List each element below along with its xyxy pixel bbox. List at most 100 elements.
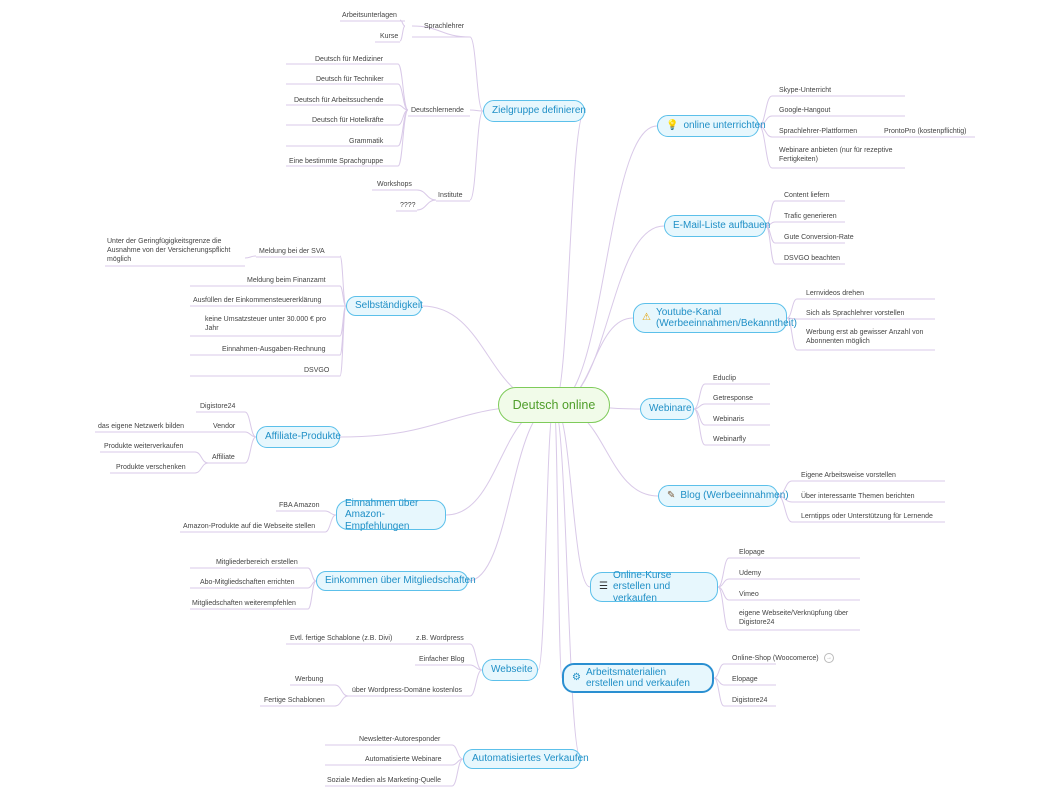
topic-online-label: online unterrichten xyxy=(683,120,766,132)
topic-amazon[interactable]: Einnahmen über Amazon-Empfehlungen xyxy=(336,498,446,532)
leaf-conversion[interactable]: Gute Conversion-Rate xyxy=(784,234,854,241)
leaf-dsvgo[interactable]: DSVGO xyxy=(304,367,330,374)
leaf-workshops[interactable]: Workshops xyxy=(377,181,412,188)
sub-vendor[interactable]: Vendor xyxy=(213,423,236,430)
topic-online-unterrichten[interactable]: 💡online unterrichten xyxy=(657,115,766,137)
leaf-mitgliederbereich[interactable]: Mitgliederbereich erstellen xyxy=(216,559,298,566)
leaf-finanzamt[interactable]: Meldung beim Finanzamt xyxy=(247,277,326,284)
leaf-eigene-webseite[interactable]: eigene Webseite/Verknüpfung über Digisto… xyxy=(739,610,849,627)
leaf-ea-rechnung[interactable]: Einnahmen-Ausgaben-Rechnung xyxy=(222,346,326,353)
connector-line xyxy=(397,109,409,167)
connector-line xyxy=(469,643,483,671)
topic-online-kurse[interactable]: ☰Online-Kurse erstellen und verkaufen xyxy=(590,570,718,604)
topic-webinare[interactable]: Webinare xyxy=(640,398,694,420)
leaf-online-shop[interactable]: Online-Shop (Woocomerce) xyxy=(732,655,819,662)
leaf-fba[interactable]: FBA Amazon xyxy=(279,502,320,509)
connector-line xyxy=(758,95,773,127)
sub-sprachlehrer[interactable]: Sprachlehrer xyxy=(424,23,465,30)
sub-deutschlernende[interactable]: Deutschlernende xyxy=(411,107,464,114)
connector-line xyxy=(553,110,586,406)
topic-youtube[interactable]: ⚠Youtube-Kanal (Werbeeinnahmen/Bekannthe… xyxy=(633,303,797,333)
leaf-amazon-webseite[interactable]: Amazon-Produkte auf die Webseite stellen xyxy=(183,523,316,530)
sub-sva[interactable]: Meldung bei der SVA xyxy=(259,248,325,255)
sub-einfacher-blog[interactable]: Einfacher Blog xyxy=(419,656,465,663)
leaf-kurse[interactable]: Kurse xyxy=(380,33,399,40)
leaf-getresponse[interactable]: Getresponse xyxy=(713,395,754,402)
sub-wordpress[interactable]: z.B. Wordpress xyxy=(416,635,464,642)
leaf-material-elopage[interactable]: Elopage xyxy=(732,676,758,683)
topic-arbeitsmaterialien[interactable]: ⚙Arbeitsmaterialien erstellen und verkau… xyxy=(562,663,714,693)
connector-line xyxy=(713,677,725,707)
leaf-dsvgo-beachten[interactable]: DSVGO beachten xyxy=(784,255,841,262)
leaf-educlip[interactable]: Educlip xyxy=(713,375,736,382)
leaf-arbeitssuchende[interactable]: Deutsch für Arbeitssuchende xyxy=(294,97,384,104)
leaf-divi[interactable]: Evtl. fertige Schablone (z.B. Divi) xyxy=(290,635,393,642)
leaf-techniker[interactable]: Deutsch für Techniker xyxy=(316,76,384,83)
sub-domaene[interactable]: über Wordpress-Domäne kostenlos xyxy=(352,687,462,694)
leaf-lerntipps[interactable]: Lerntipps oder Unterstützung für Lernend… xyxy=(801,513,933,520)
leaf-trafic[interactable]: Trafic generieren xyxy=(784,213,837,220)
connector-line xyxy=(765,200,776,227)
connector-line xyxy=(339,255,347,307)
topic-selbstaendigkeit[interactable]: Selbständigkeit xyxy=(346,296,423,316)
leaf-material-digistore[interactable]: Digistore24 xyxy=(732,697,768,704)
expand-arrow-icon[interactable]: → xyxy=(824,653,834,663)
leaf-themen[interactable]: Über interessante Themen berichten xyxy=(801,493,915,500)
connector-line xyxy=(194,462,209,474)
leaf-prontopro[interactable]: ProntoPro (kostenpflichtig) xyxy=(884,128,967,135)
root-node[interactable]: Deutsch online xyxy=(498,387,610,423)
leaf-webinarfly[interactable]: Webinarfly xyxy=(713,436,746,443)
connector-line xyxy=(324,514,337,533)
connector-line xyxy=(786,317,798,351)
leaf-umsatzsteuer[interactable]: keine Umsatzsteuer unter 30.000 € pro Ja… xyxy=(205,316,327,333)
leaf-newsletter[interactable]: Newsletter-Autoresponder xyxy=(359,736,441,743)
leaf-fragezeichen[interactable]: ???? xyxy=(400,202,416,209)
leaf-weiterempfehlen[interactable]: Mitgliedschaften weiterempfehlen xyxy=(192,600,296,607)
leaf-arbeitsweise[interactable]: Eigene Arbeitsweise vorstellen xyxy=(801,472,896,479)
topic-zielgruppe[interactable]: Zielgruppe definieren xyxy=(483,100,586,122)
leaf-geringfuegigkeit[interactable]: Unter der Geringfügigkeitsgrenze die Aus… xyxy=(107,238,231,264)
leaf-hotelkraefte[interactable]: Deutsch für Hotelkräfte xyxy=(312,117,384,124)
connector-line xyxy=(777,480,793,497)
leaf-content[interactable]: Content liefern xyxy=(784,192,830,199)
leaf-elopage[interactable]: Elopage xyxy=(739,549,765,556)
leaf-abo[interactable]: Abo-Mitgliedschaften errichten xyxy=(200,579,295,586)
topic-blog[interactable]: ✎Blog (Werbeeinnahmen) xyxy=(658,485,789,507)
sub-digistore[interactable]: Digistore24 xyxy=(200,403,236,410)
leaf-weiterverkaufen[interactable]: Produkte weiterverkaufen xyxy=(104,443,184,450)
leaf-lernvideos[interactable]: Lernvideos drehen xyxy=(806,290,864,297)
leaf-udemy[interactable]: Udemy xyxy=(739,570,762,577)
leaf-vimeo[interactable]: Vimeo xyxy=(739,591,759,598)
topic-automatisiert[interactable]: Automatisiertes Verkaufen xyxy=(463,749,589,769)
leaf-webinaris[interactable]: Webinaris xyxy=(713,416,744,423)
leaf-auto-webinare[interactable]: Automatisierte Webinare xyxy=(365,756,442,763)
leaf-verschenken[interactable]: Produkte verschenken xyxy=(116,464,186,471)
leaf-vorstellen[interactable]: Sich als Sprachlehrer vorstellen xyxy=(806,310,905,317)
leaf-arbeitsunterlagen[interactable]: Arbeitsunterlagen xyxy=(342,12,397,19)
leaf-einkommensteuer[interactable]: Ausfüllen der Einkommensteuererklärung xyxy=(193,297,322,304)
leaf-hangout[interactable]: Google-Hangout xyxy=(779,107,831,114)
leaf-grammatik[interactable]: Grammatik xyxy=(349,138,384,145)
connector-line xyxy=(451,744,464,760)
topic-webseite[interactable]: Webseite xyxy=(482,659,538,681)
leaf-webinare-anbieten[interactable]: Webinare anbieten (nur für rezeptive Fer… xyxy=(779,147,893,164)
topic-mitgliedschaften[interactable]: Einkommen über Mitgliedschaften xyxy=(316,571,476,591)
leaf-netzwerk[interactable]: das eigene Netzwerk bilden xyxy=(98,423,184,430)
leaf-mediziner[interactable]: Deutsch für Mediziner xyxy=(315,56,384,63)
connector-line xyxy=(758,125,773,169)
sub-institute[interactable]: Institute xyxy=(438,192,463,199)
connector-line xyxy=(693,383,706,410)
leaf-sprachgruppe[interactable]: Eine bestimmte Sprachgruppe xyxy=(289,158,384,165)
sub-affiliate[interactable]: Affiliate xyxy=(212,454,235,461)
leaf-schablonen[interactable]: Fertige Schablonen xyxy=(264,697,325,704)
leaf-soziale-medien[interactable]: Soziale Medien als Marketing-Quelle xyxy=(327,777,441,784)
topic-email[interactable]: E-Mail-Liste aufbauen xyxy=(664,215,770,237)
leaf-skype[interactable]: Skype-Unterricht xyxy=(779,87,832,94)
leaf-plattformen[interactable]: Sprachlehrer-Plattformen xyxy=(779,128,858,135)
leaf-abonnenten[interactable]: Werbung erst ab gewisser Anzahl von Abon… xyxy=(806,329,924,346)
connector-line xyxy=(194,451,209,464)
topic-affiliate[interactable]: Affiliate-Produkte xyxy=(256,426,341,448)
leaf-werbung[interactable]: Werbung xyxy=(295,676,324,683)
connector-line xyxy=(244,431,257,438)
